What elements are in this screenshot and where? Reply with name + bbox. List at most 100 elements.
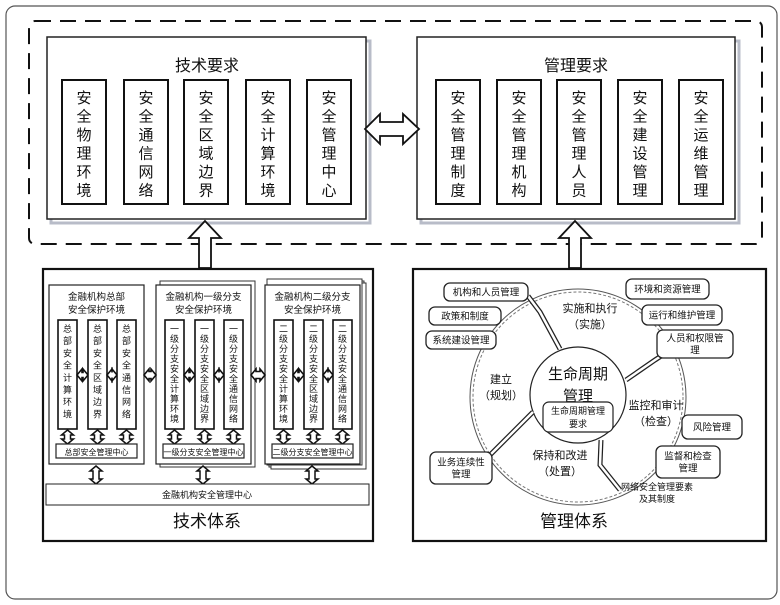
environment-link-arrow-icon xyxy=(142,366,158,384)
environment-column-label-char: 计 xyxy=(63,372,72,384)
technical-requirement-item-box xyxy=(306,79,352,205)
management-element-label: 系统建设管理 xyxy=(432,335,490,347)
environment-column-label-char: 环 xyxy=(63,397,72,408)
environment-column-label-char: 通 xyxy=(338,384,347,395)
environment-column-label-char: 支 xyxy=(309,353,318,365)
environment-column-label-char: 安 xyxy=(63,347,72,359)
lifecycle-phase-label: 监控和审计 xyxy=(629,398,684,412)
outer-frame xyxy=(5,5,778,600)
environment-title: 金融机构二级分支 xyxy=(274,291,351,303)
management-element-box xyxy=(625,278,710,300)
technical-requirement-item-label-char: 中 xyxy=(321,163,336,181)
environment-column-label-char: 分 xyxy=(170,344,179,355)
environment-footer-label: 一级分支安全管理中心 xyxy=(164,447,244,457)
environment-column-label-char: 全 xyxy=(338,373,347,385)
environment-column-label-char: 域 xyxy=(200,393,209,405)
lifecycle-phase-label: （规划） xyxy=(479,388,523,402)
management-element-label: 政策和制度 xyxy=(441,311,489,323)
technical-requirement-item-label-char: 环 xyxy=(76,163,91,181)
protection-environment: 金融机构二级分支安全保护环境二级分支安全计算环境二级分支安全区域边界二级分支安全… xyxy=(264,278,367,470)
environment-column-label-char: 分 xyxy=(279,344,288,355)
management-element-label: 运行和维护管理 xyxy=(649,310,716,322)
environment-column-label-char: 安 xyxy=(122,347,131,359)
environment-column-label-char: 一 xyxy=(200,325,209,335)
management-requirements-title: 管理要求 xyxy=(544,56,608,75)
management-element-box xyxy=(656,329,734,359)
management-requirement-item-label-char: 理 xyxy=(450,145,465,163)
lifecycle-requirement-box xyxy=(542,401,614,433)
environment-column-label-char: 算 xyxy=(170,393,179,405)
management-requirement-item-label-char: 构 xyxy=(511,182,526,200)
environment-footer-label: 二级分支安全管理中心 xyxy=(273,447,353,457)
lifecycle-phase-label: （处置） xyxy=(538,465,582,478)
technical-requirements-title: 技术要求 xyxy=(175,56,239,75)
management-element-label: 理 xyxy=(690,346,700,357)
environment-column-label-char: 一 xyxy=(229,325,238,335)
management-requirement-item-label-char: 理 xyxy=(632,182,647,200)
management-requirement-item-label-char: 全 xyxy=(632,108,647,126)
technical-requirement-item-label-char: 安 xyxy=(260,89,275,107)
environment-column-label-char: 通 xyxy=(229,384,238,395)
management-element-box xyxy=(443,282,529,302)
lifecycle-phase-label: （实施） xyxy=(568,317,612,331)
management-element-label: 管理 xyxy=(451,469,471,481)
environment-column-label-char: 信 xyxy=(338,393,347,405)
environment-column-label-char: 边 xyxy=(309,404,318,415)
lifecycle-requirement-label: 生命周期管理 xyxy=(551,405,605,417)
management-requirement-item-label-char: 维 xyxy=(693,145,708,163)
environment-column-label-char: 边 xyxy=(200,404,209,415)
environment-column-label-char: 安 xyxy=(309,363,318,375)
environment-column-label-char: 部 xyxy=(122,335,131,347)
environment-column-label-char: 信 xyxy=(122,384,131,396)
environment-column-label-char: 部 xyxy=(63,335,72,347)
security-management-center-label: 金融机构安全管理中心 xyxy=(162,489,252,501)
environment-column-label-char: 级 xyxy=(309,333,318,345)
environment-column-label-char: 网 xyxy=(229,404,238,415)
management-requirement-item-box xyxy=(556,79,602,205)
lifecycle-phase-label: 保持和改进 xyxy=(533,448,588,462)
environment-column-label-char: 计 xyxy=(170,383,179,395)
bidirectional-arrow-icon xyxy=(363,111,421,147)
technical-requirement-item-label-char: 区 xyxy=(198,126,213,144)
protection-environment: 金融机构一级分支安全保护环境一级分支安全计算环境一级分支安全区域边界一级分支安全… xyxy=(155,280,256,468)
technical-requirement-item-label-char: 算 xyxy=(260,145,275,163)
technical-requirement-item-label-char: 物 xyxy=(76,126,91,144)
management-requirement-item-label-char: 全 xyxy=(693,108,708,126)
management-requirement-item-label-char: 安 xyxy=(571,89,586,107)
management-requirement-item-label-char: 全 xyxy=(571,108,586,126)
technical-requirement-item-label-char: 域 xyxy=(198,145,213,163)
environment-column-box xyxy=(223,319,244,430)
environment-column-label-char: 全 xyxy=(200,373,209,385)
technical-requirement-item-box xyxy=(245,79,291,205)
management-requirement-item-label-char: 设 xyxy=(632,145,647,163)
lifecycle-phase-label: 实施和执行 xyxy=(563,301,618,315)
environment-column-label-char: 二 xyxy=(338,325,347,335)
management-system-panel: 生命周期管理生命周期管理要求实施和执行（实施）监控和审计（检查）保持和改进（处置… xyxy=(411,267,768,543)
environment-column-label-char: 络 xyxy=(122,408,131,420)
environment-column-label-char: 信 xyxy=(229,393,238,405)
management-element-label: 环境和资源管理 xyxy=(634,284,701,296)
management-requirement-item-label-char: 管 xyxy=(571,126,586,144)
management-requirement-item-label-char: 全 xyxy=(450,108,465,126)
environment-footer-box xyxy=(162,443,245,459)
management-requirement-item-label-char: 安 xyxy=(632,89,647,107)
environment-column-label-char: 部 xyxy=(93,335,102,347)
environment-title: 安全保护环境 xyxy=(175,304,233,316)
management-requirement-item-label-char: 机 xyxy=(511,163,526,181)
management-element-label: 风险管理 xyxy=(693,422,732,434)
management-element-box xyxy=(428,306,502,326)
management-requirement-item-label-char: 理 xyxy=(693,182,708,200)
environment-column-label-char: 全 xyxy=(122,360,131,372)
environment-column-label-char: 境 xyxy=(170,413,179,425)
environment-column-label-char: 支 xyxy=(279,353,288,365)
environment-column-label-char: 域 xyxy=(309,393,318,405)
lifecycle-core-label: 生命周期 xyxy=(548,365,608,383)
